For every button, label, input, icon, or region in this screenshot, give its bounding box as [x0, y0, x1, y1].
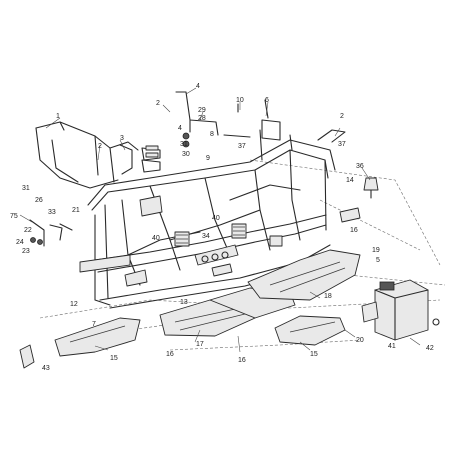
callout-42: 42 — [426, 345, 434, 352]
callout-40b: 40 — [152, 235, 160, 242]
leader-lines — [19, 87, 421, 353]
callout-16c: 16 — [238, 357, 246, 364]
callout-28: 28 — [198, 115, 206, 122]
frame-mount-plates — [79, 195, 239, 287]
left-hardware — [19, 219, 73, 369]
callout-26: 26 — [35, 197, 43, 204]
callout-2b: 2 — [340, 113, 344, 120]
callout-75: 75 — [10, 213, 18, 220]
callout-37a: 37 — [238, 143, 246, 150]
footrest-plate — [339, 207, 361, 223]
callout-6: 6 — [265, 97, 269, 104]
callout-33: 33 — [48, 209, 56, 216]
callout-24: 24 — [16, 239, 24, 246]
callout-5: 5 — [376, 257, 380, 264]
callout-36: 36 — [356, 163, 364, 170]
front-bumper-bar — [35, 121, 139, 189]
air-filter-box — [361, 279, 440, 341]
callout-37b: 37 — [338, 141, 346, 148]
callout-3: 3 — [120, 135, 124, 142]
callout-34: 34 — [202, 233, 210, 240]
callout-17: 17 — [196, 341, 204, 348]
callout-12: 12 — [70, 301, 78, 308]
rear-bracket — [175, 91, 346, 143]
callout-22: 22 — [24, 227, 32, 234]
callout-4a: 4 — [196, 83, 200, 90]
callout-31b: 31 — [22, 185, 30, 192]
callout-9: 9 — [206, 155, 210, 162]
callout-4b: 4 — [178, 125, 182, 132]
callout-19: 19 — [372, 247, 380, 254]
callout-16b: 16 — [166, 351, 174, 358]
callout-23: 23 — [22, 248, 30, 255]
callout-2c: 2 — [98, 143, 102, 150]
callout-18: 18 — [324, 293, 332, 300]
callout-43: 43 — [42, 365, 50, 372]
callout-21: 21 — [72, 207, 80, 214]
callout-15b: 15 — [310, 351, 318, 358]
engine-mount-springs — [174, 223, 283, 247]
callout-40a: 40 — [212, 215, 220, 222]
callout-15: 15 — [110, 355, 118, 362]
fuel-grommet — [363, 177, 379, 199]
top-fasteners — [145, 99, 269, 158]
front-skid-plate — [54, 317, 141, 357]
callout-29: 29 — [198, 107, 206, 114]
callout-13: 13 — [180, 299, 188, 306]
callout-10: 10 — [236, 97, 244, 104]
callout-16a: 16 — [350, 227, 358, 234]
callout-14: 14 — [346, 177, 354, 184]
rear-skid-plate — [247, 249, 361, 301]
callout-31: 31 — [180, 141, 188, 148]
callout-20: 20 — [356, 337, 364, 344]
callout-labels: 4 2 29 28 10 6 4 31 8 30 37 9 2 37 1 2 3… — [10, 83, 434, 372]
lower-right-skid-plate — [274, 315, 346, 346]
callout-41: 41 — [388, 343, 396, 350]
callout-7: 7 — [92, 321, 96, 328]
callout-8: 8 — [210, 131, 214, 138]
callout-1: 1 — [56, 113, 60, 120]
callout-30: 30 — [182, 151, 190, 158]
callout-2a: 2 — [156, 100, 160, 107]
